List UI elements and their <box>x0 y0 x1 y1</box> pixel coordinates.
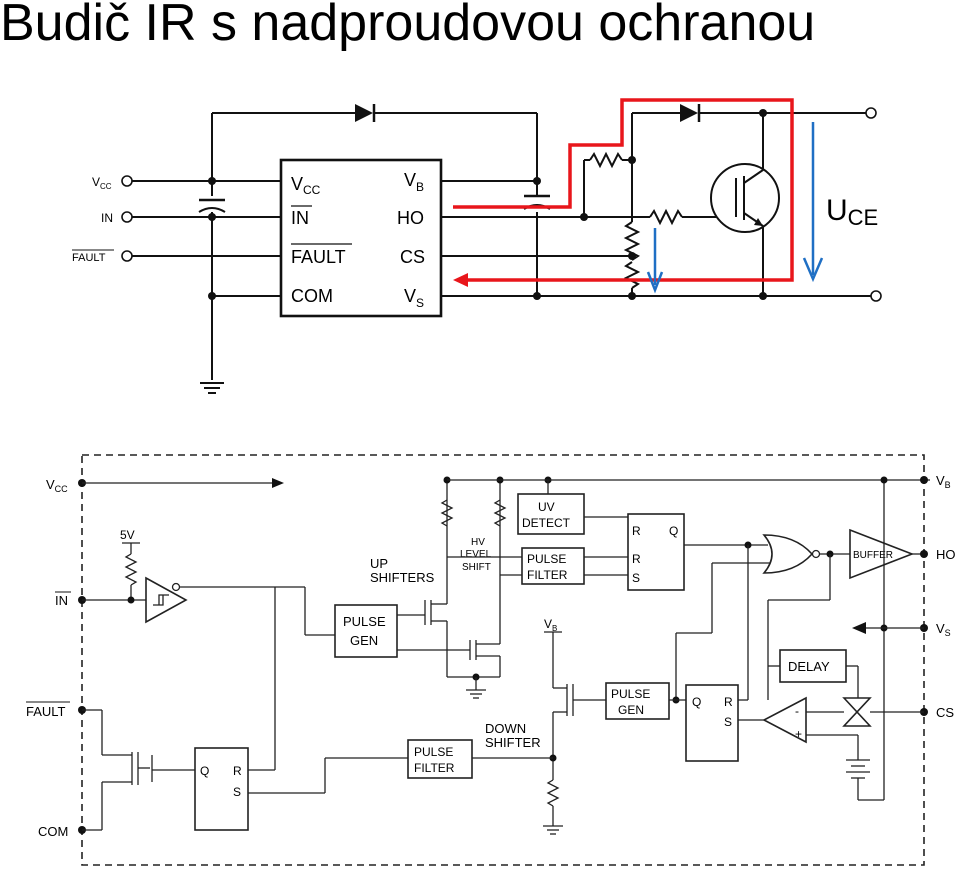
hs-latch-q: Q <box>669 524 678 538</box>
bd-pin-com-label: COM <box>38 824 68 839</box>
level-label: LEVEL <box>460 549 492 560</box>
top-circuit: VCC IN FAULT VCC IN FAULT <box>72 98 882 394</box>
pulse-filter-2 <box>407 739 473 779</box>
inner-vb-label: VB <box>544 617 557 633</box>
bd-pin-in-label: IN <box>55 593 68 608</box>
pulse-filter-2-label: PULSE <box>414 745 453 759</box>
pulse-gen-2-label-2: GEN <box>618 703 644 717</box>
output-buffer-icon <box>849 528 915 580</box>
bd-pin-vcc-label: VCC <box>46 477 68 494</box>
pulse-filter-1-label-2: FILTER <box>527 568 568 582</box>
diode-icon <box>680 104 698 122</box>
hs-latch-r1: R <box>632 524 641 538</box>
shift-label: SHIFT <box>462 562 491 573</box>
oc-latch-q: Q <box>692 695 701 709</box>
resistor-icon <box>623 221 641 261</box>
pin-vcc-terminal <box>121 175 133 187</box>
pin-fault-label: FAULT <box>72 252 106 264</box>
fault-latch <box>194 747 249 831</box>
hs-latch <box>627 513 685 591</box>
bd-pin-vb-label: VB <box>936 473 951 490</box>
oc-latch-r: R <box>724 695 733 709</box>
shifter-label: SHIFTER <box>485 735 541 750</box>
uce-label: UCE <box>826 194 878 230</box>
pulse-gen-1-label-2: GEN <box>350 633 378 648</box>
ic-cs-label: CS <box>400 247 425 267</box>
comparator-minus: - <box>795 704 799 718</box>
resistor-icon <box>493 499 507 527</box>
bd-pin-fault-label: FAULT <box>26 704 66 719</box>
pin-in-label: IN <box>101 211 113 225</box>
comparator-icon <box>762 696 807 744</box>
current-path-red <box>453 98 794 282</box>
oc-latch <box>685 684 739 762</box>
pulse-filter-2-label-2: FILTER <box>414 761 455 775</box>
resistor-icon <box>440 499 454 527</box>
ic-fault-label: FAULT <box>291 247 346 267</box>
pulse-gen-2-label: PULSE <box>611 687 650 701</box>
page-title: Budič IR s nadproudovou ochranou <box>0 0 816 52</box>
detect-label: DETECT <box>522 516 571 530</box>
ic-boundary <box>81 454 925 866</box>
ic-com-label: COM <box>291 286 333 306</box>
pullup-resistor-icon <box>124 553 138 586</box>
uv-detect-block <box>517 493 585 535</box>
ic-ho-label: HO <box>397 208 424 228</box>
bd-pin-cs-label: CS <box>936 705 954 720</box>
bd-pin-vs-label: VS <box>936 621 951 638</box>
resistor-icon <box>546 779 560 807</box>
bootstrap-cap-left-curve <box>198 207 226 213</box>
pin-vcc-label: VCC <box>92 175 112 191</box>
driver-ic <box>279 158 443 318</box>
hs-latch-s: S <box>632 571 640 585</box>
latch-q-label: Q <box>200 764 209 778</box>
up-shifters-label: UP <box>370 556 388 571</box>
pulse-filter-1 <box>521 547 585 585</box>
ic-in-label: IN <box>291 208 309 228</box>
bd-5v-label: 5V <box>120 528 135 542</box>
ic-vb-label: VB <box>404 170 424 194</box>
comparator-plus: + <box>795 727 802 741</box>
transmission-gate-icon <box>842 697 872 727</box>
block-diagram: VCC 5V IN FAULT COM <box>26 454 956 866</box>
hv-label: HV <box>471 537 485 548</box>
bd-pin-ho-label: HO <box>936 547 956 562</box>
arrow-left-icon <box>852 622 866 634</box>
schmitt-trigger-icon <box>145 576 188 624</box>
latch-s-label: S <box>233 785 241 799</box>
pulse-filter-1-label: PULSE <box>527 552 566 566</box>
pulse-gen-2 <box>605 682 670 720</box>
resistor-icon <box>649 208 683 226</box>
pin-fault-terminal <box>121 250 133 262</box>
pulse-gen-1 <box>334 604 398 658</box>
diode-icon <box>355 104 373 122</box>
up-shifters-label-2: SHIFTERS <box>370 570 435 585</box>
oc-latch-s: S <box>724 715 732 729</box>
uv-label: UV <box>538 500 555 514</box>
pulse-gen-1-label: PULSE <box>343 614 386 629</box>
ic-vs-label: VS <box>404 286 424 310</box>
down-label: DOWN <box>485 721 526 736</box>
arrow-left-icon <box>453 273 468 287</box>
ic-vcc-label: VCC <box>291 174 321 197</box>
nor-gate-icon <box>762 534 814 574</box>
resistor-icon <box>589 151 623 169</box>
pin-in-terminal <box>121 211 133 223</box>
latch-r-label: R <box>233 764 242 778</box>
arrow-right-icon <box>272 478 284 488</box>
delay-label: DELAY <box>788 659 830 674</box>
buffer-label: BUFFER <box>853 550 893 561</box>
hs-latch-r2: R <box>632 552 641 566</box>
